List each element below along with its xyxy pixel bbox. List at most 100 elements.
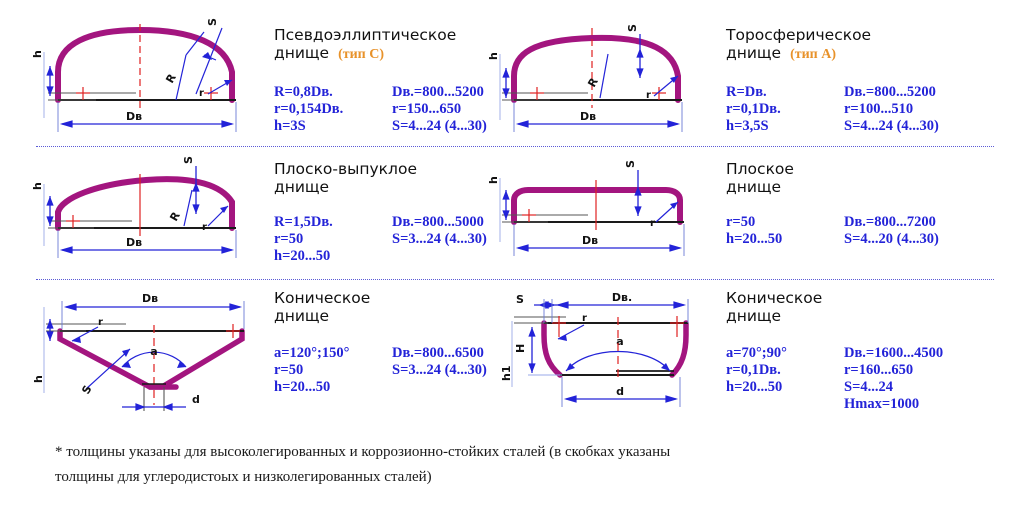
label-R: R: [585, 75, 601, 89]
figure-conical-wide: h Dв r S: [32, 283, 268, 423]
label-Dv: Dв: [582, 234, 598, 247]
specs-left: r=50 h=20...50: [726, 214, 830, 248]
footnote-line-2: толщины для углеродистоых и низколегиров…: [55, 469, 432, 485]
label-r: r: [202, 222, 207, 233]
text-flat: Плоское днище r=50 h=20...50 Dв.=800...7…: [726, 150, 1004, 275]
text-pseudo-elliptical: Псевдоэллиптическое днище (тип C) R=0,8Dв…: [274, 10, 487, 142]
label-h: h: [32, 375, 45, 383]
specs-right: Dв.=800...5200 r=100...510 S=4...24 (4..…: [844, 84, 962, 135]
specs-right: Dв.=800...5200 r=150...650 S=4...24 (4..…: [392, 84, 510, 135]
label-h: h: [487, 176, 500, 184]
spec-line: Dв.=800...5200: [844, 84, 936, 100]
spec-line: r=0,154Dв.: [274, 101, 344, 117]
section-title: Коническое: [726, 289, 823, 307]
text-torospherical: Торосферическое днище(тип A) R=Dв. r=0,1…: [726, 10, 1004, 142]
section-conical-wide: h Dв r S: [32, 283, 487, 423]
spec-line: R=0,8Dв.: [274, 84, 333, 100]
spec-line: r=160...650: [844, 362, 914, 378]
spec-line: R=Dв.: [726, 84, 767, 100]
specs-right: Dв.=800...6500 S=3...24 (4...30): [392, 345, 510, 396]
label-R: R: [163, 71, 179, 85]
spec-line: Dв.=800...6500: [392, 345, 484, 361]
spec-line: r=50: [274, 362, 304, 378]
specs-left: R=Dв. r=0,1Dв. h=3,5S: [726, 84, 830, 135]
type-tag: (тип C): [338, 47, 385, 62]
spec-line: r=100...510: [844, 101, 914, 117]
section-title-line2: днище: [274, 307, 330, 325]
spec-line: S=4...24: [844, 379, 893, 395]
section-title: Плоское: [726, 160, 794, 178]
footnote-line-1: * толщины указаны для высоколегированных…: [55, 444, 671, 460]
label-r: r: [650, 218, 655, 229]
label-angle-a: a: [616, 335, 623, 348]
specs-left: R=0,8Dв. r=0,154Dв. h=3S: [274, 84, 378, 135]
spec-line: a=70°;90°: [726, 345, 787, 361]
specs-right: Dв.=800...5000 S=3...24 (4...30): [392, 214, 510, 265]
specs-right: Dв.=800...7200 S=4...20 (4...30): [844, 214, 962, 248]
label-S: S: [79, 383, 94, 396]
spec-line: R=1,5Dв.: [274, 214, 333, 230]
footnote: * толщины указаны для высоколегированных…: [55, 440, 955, 490]
figure-torospherical: h S R r: [487, 10, 720, 142]
label-h: h: [487, 52, 500, 60]
figure-flat-convex: h S R r: [31, 150, 268, 275]
section-flat-convex: h S R r: [31, 150, 487, 275]
label-h1: h1: [500, 366, 513, 382]
section-title-line2: днище: [726, 44, 782, 62]
spec-line: S=4...24 (4...30): [392, 118, 487, 134]
spec-line: S=4...24 (4...30): [844, 118, 939, 134]
section-pseudo-elliptical: h S R r: [31, 10, 487, 142]
spec-line: Dв.=800...7200: [844, 214, 936, 230]
spec-line: r=0,1Dв.: [726, 101, 781, 117]
label-angle-a: a: [150, 345, 157, 358]
section-title-line2: днище: [274, 44, 330, 62]
spec-line: S=4...20 (4...30): [844, 231, 939, 247]
label-d: d: [192, 393, 200, 406]
spec-line: h=20...50: [726, 379, 783, 395]
label-r: r: [98, 317, 103, 328]
section-title-line2: днище: [726, 178, 782, 196]
label-h: h: [31, 50, 44, 58]
divider-row-1: [36, 146, 994, 147]
specs-left: a=70°;90° r=0,1Dв. h=20...50: [726, 345, 830, 413]
section-torospherical: h S R r: [487, 10, 1004, 142]
figure-pseudo-elliptical: h S R r: [31, 10, 268, 142]
label-Dv: Dв: [580, 110, 596, 123]
spec-line: r=150...650: [392, 101, 462, 117]
label-r: r: [199, 88, 204, 99]
text-flat-convex: Плоско-выпуклое днище R=1,5Dв. r=50 h=20…: [274, 150, 487, 275]
label-S: S: [516, 293, 524, 306]
type-tag: (тип A): [790, 47, 837, 62]
text-conical-wide: Коническое днище a=120°;150° r=50 h=20..…: [274, 283, 487, 423]
section-flat: h S r Dв: [487, 150, 1004, 275]
label-Dv: Dв: [126, 110, 142, 123]
spec-line: h=3,5S: [726, 118, 769, 134]
label-h: h: [31, 182, 44, 190]
section-title: Коническое: [274, 289, 371, 307]
specs-left: a=120°;150° r=50 h=20...50: [274, 345, 378, 396]
figure-conical-narrow: a S: [488, 283, 720, 423]
label-S: S: [182, 156, 195, 164]
divider-row-2: [36, 279, 994, 280]
section-title-line2: днище: [726, 307, 782, 325]
spec-line: h=3S: [274, 118, 306, 134]
spec-line: Dв.=800...5200: [392, 84, 484, 100]
spec-line: S=3...24 (4...30): [392, 231, 487, 247]
section-title: Псевдоэллиптическое: [274, 26, 457, 44]
label-S: S: [626, 24, 639, 32]
label-H: H: [514, 344, 527, 353]
spec-line: S=3...24 (4...30): [392, 362, 487, 378]
label-d: d: [616, 385, 624, 398]
spec-line: h=20...50: [274, 379, 331, 395]
section-title: Плоско-выпуклое: [274, 160, 417, 178]
spec-line: Dв.=1600...4500: [844, 345, 944, 361]
label-r: r: [646, 90, 651, 101]
specs-left: R=1,5Dв. r=50 h=20...50: [274, 214, 378, 265]
spec-line: r=0,1Dв.: [726, 362, 781, 378]
spec-line: r=50: [274, 231, 304, 247]
label-Dv: Dв: [126, 236, 142, 249]
spec-line: h=20...50: [726, 231, 783, 247]
spec-line: Hmax=1000: [844, 396, 920, 412]
specs-right: Dв.=1600...4500 r=160...650 S=4...24 Hma…: [844, 345, 962, 413]
spec-line: h=20...50: [274, 248, 331, 264]
